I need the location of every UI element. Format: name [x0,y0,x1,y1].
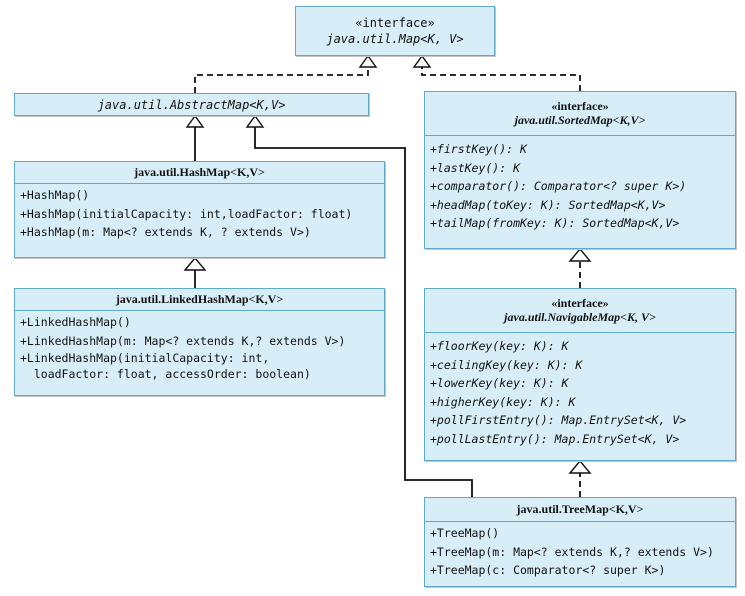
map-name: java.util.Map<K, V> [326,31,464,46]
linkedhashmap-member: +LinkedHashMap(initialCapacity: int, loa… [20,351,311,381]
sortedmap-method: +comparator(): Comparator<? super K>) [430,179,687,193]
hashmap-header: java.util.HashMap<K,V> [15,162,384,184]
arrowhead-abstractmap-right [245,114,265,128]
abstractmap-header: java.util.AbstractMap<K,V> [15,94,368,115]
map-interface-header: «interface» java.util.Map<K, V> [296,7,494,55]
treemap-name: java.util.TreeMap<K,V> [516,502,644,516]
arrowhead-hashmap [183,256,207,271]
map-interface-box: «interface» java.util.Map<K, V> [295,6,495,56]
treemap-header: java.util.TreeMap<K,V> [425,498,735,522]
treemap-box: java.util.TreeMap<K,V> +TreeMap() +TreeM… [424,497,736,587]
navigablemap-header: «interface» java.util.NavigableMap<K, V> [425,289,735,333]
treemap-member: +TreeMap(c: Comparator<? super K>) [430,563,666,577]
hashmap-box: java.util.HashMap<K,V> +HashMap() +HashM… [14,161,385,258]
navigablemap-box: «interface» java.util.NavigableMap<K, V>… [424,288,736,461]
linkedhashmap-name: java.util.LinkedHashMap<K,V> [115,292,284,306]
linkedhashmap-box: java.util.LinkedHashMap<K,V> +LinkedHash… [14,288,385,396]
sortedmap-method: +tailMap(fromKey: K): SortedMap<K,V> [430,216,680,230]
linkedhashmap-member: +LinkedHashMap() [20,315,131,329]
navigablemap-name: java.util.NavigableMap<K, V> [504,310,656,324]
arrowhead-sortedmap [568,247,592,262]
abstractmap-name: java.util.AbstractMap<K,V> [97,97,286,112]
arrowhead-map-left [358,54,378,68]
hashmap-member: +HashMap(m: Map<? extends K, ? extends V… [20,225,311,239]
abstractmap-box: java.util.AbstractMap<K,V> [14,93,369,116]
navigablemap-method: +lowerKey(key: K): K [430,376,569,390]
sortedmap-header: «interface» java.util.SortedMap<K,V> [425,92,735,136]
treemap-member: +TreeMap() [430,526,500,540]
hashmap-members: +HashMap() +HashMap(initialCapacity: int… [15,184,384,244]
sortedmap-method: +lastKey(): K [430,160,521,175]
linkedhashmap-header: java.util.LinkedHashMap<K,V> [15,289,384,311]
edge-abstractmap-implements-map [194,56,369,93]
sortedmap-name: java.util.SortedMap<K,V> [514,113,646,127]
navigablemap-method: +higherKey(key: K): K [430,394,576,409]
hashmap-member: +HashMap(initialCapacity: int,loadFactor… [20,206,353,221]
navigablemap-method: +pollLastEntry(): Map.EntrySet<K, V> [430,431,680,446]
arrowhead-navigablemap [568,459,592,474]
navigablemap-method: +ceilingKey(key: K): K [430,357,583,372]
navigablemap-members: +floorKey(key: K): K +ceilingKey(key: K)… [425,333,735,450]
sortedmap-box: «interface» java.util.SortedMap<K,V> +fi… [424,91,736,249]
navigablemap-stereotype: «interface» [551,296,609,310]
edge-sortedmap-extends-map [421,56,581,91]
navigablemap-method: +floorKey(key: K): K [430,339,569,353]
sortedmap-members: +firstKey(): K +lastKey(): K +comparator… [425,136,735,235]
navigablemap-method: +pollFirstEntry(): Map.EntrySet<K, V> [430,413,687,427]
treemap-member: +TreeMap(m: Map<? extends K,? extends V>… [430,544,714,559]
edge-treemap-extends-abstractmap [254,116,473,497]
hashmap-name: java.util.HashMap<K,V> [134,165,265,179]
hashmap-member: +HashMap() [20,188,90,202]
sortedmap-method: +headMap(toKey: K): SortedMap<K,V> [430,197,666,212]
sortedmap-stereotype: «interface» [551,99,609,113]
linkedhashmap-member: +LinkedHashMap(m: Map<? extends K,? exte… [20,333,346,348]
sortedmap-method: +firstKey(): K [430,142,527,156]
linkedhashmap-members: +LinkedHashMap() +LinkedHashMap(m: Map<?… [15,311,384,384]
treemap-members: +TreeMap() +TreeMap(m: Map<? extends K,?… [425,522,735,582]
arrowhead-map-right [412,54,432,68]
arrowhead-abstractmap-left [185,114,205,128]
map-stereotype: «interface» [355,15,435,30]
